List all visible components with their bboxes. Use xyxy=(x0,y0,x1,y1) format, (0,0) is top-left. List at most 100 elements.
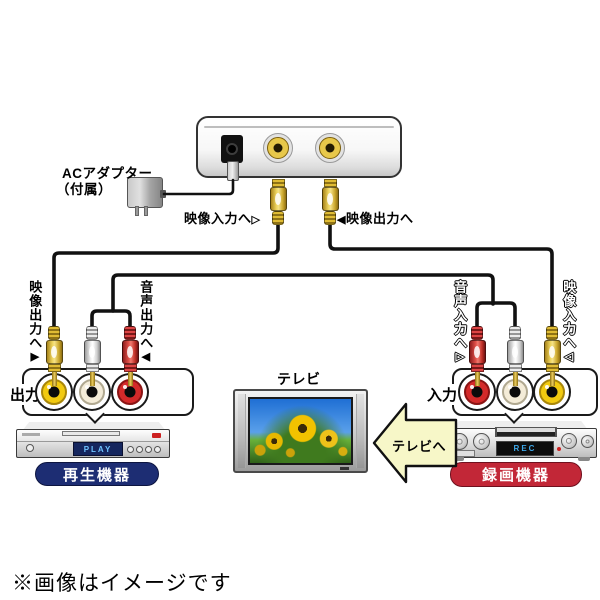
converter-video-in-jack xyxy=(263,133,293,163)
cassette-flap xyxy=(497,428,555,432)
output-port-label: 出力 xyxy=(9,384,42,405)
plug-pin xyxy=(127,371,133,386)
tv-logo xyxy=(340,467,349,470)
cassette-opening xyxy=(497,432,555,436)
label-text: 音声入力へ xyxy=(452,279,468,350)
plug-strain-relief xyxy=(546,326,558,340)
plug-barrel xyxy=(468,340,486,364)
panel-button xyxy=(145,446,152,453)
label-text: 映像出力へ xyxy=(345,211,414,226)
plug-pin xyxy=(89,371,95,386)
input-port-label: 入力 xyxy=(426,384,459,405)
playback-device-badge: 再生機器 xyxy=(35,462,159,486)
output-audio-right-jack xyxy=(111,373,149,411)
plug-barrel xyxy=(83,340,101,364)
plug-barrel xyxy=(45,340,63,364)
plug-highlight xyxy=(548,346,555,358)
plug-strain-relief xyxy=(471,326,483,340)
knob-inner xyxy=(585,439,590,444)
rca-plug-input-audio-white xyxy=(506,326,524,372)
plug-pin xyxy=(549,371,555,386)
plug-strain-relief xyxy=(272,211,284,225)
converter-video-out-jack xyxy=(315,133,345,163)
rca-plug-video-in xyxy=(269,179,287,225)
jack-hole xyxy=(124,386,136,398)
disc-tray xyxy=(62,431,120,436)
plug-threads xyxy=(85,364,99,372)
knob-inner xyxy=(565,437,573,445)
plug-barrel xyxy=(321,187,339,211)
record-led xyxy=(557,447,561,451)
tv-speaker-left xyxy=(238,394,246,468)
recorder-dial xyxy=(561,433,577,449)
tv-speaker-right xyxy=(356,394,364,468)
playback-device-top xyxy=(22,422,166,431)
plug-highlight xyxy=(50,346,57,358)
audio-cable-run xyxy=(111,273,495,313)
plug-threads xyxy=(508,364,522,372)
playback-audio-output-vlabel: 音声出力へ◀ xyxy=(138,280,153,363)
recorder-knob xyxy=(451,433,468,450)
panel-button xyxy=(154,446,161,453)
jack-hole xyxy=(325,143,335,153)
plug-pin xyxy=(512,371,518,386)
ac-prong xyxy=(144,206,148,216)
plug-threads xyxy=(323,179,337,187)
jack-highlight xyxy=(470,384,475,389)
recorder-audio-input-vlabel: 音声入力へ▷ xyxy=(452,279,468,363)
converter-video-in-label: 映像入力へ▷ xyxy=(184,208,260,227)
jack-hole xyxy=(546,386,558,398)
device-foot xyxy=(578,457,590,461)
left-filled-arrow-icon: ◀ xyxy=(337,214,346,226)
rca-plug-input-audio-red xyxy=(468,326,486,372)
plug-highlight xyxy=(326,193,333,205)
plug-threads xyxy=(271,179,285,187)
plug-strain-relief xyxy=(509,326,521,340)
record-indicator xyxy=(152,433,161,438)
image-disclaimer-note: ※画像はイメージです xyxy=(12,572,232,595)
plug-highlight xyxy=(274,193,281,205)
recorder-display: REC xyxy=(496,441,554,456)
playback-video-output-vlabel: 映像出力へ▶ xyxy=(27,280,43,363)
label-text: 映像出力へ xyxy=(27,280,43,350)
video-in-cable xyxy=(52,222,280,334)
plug-threads xyxy=(545,364,559,372)
panel-button xyxy=(127,446,134,453)
rca-plug-video-out xyxy=(321,179,339,225)
plug-highlight xyxy=(511,346,518,358)
left-hollow-arrow-icon: ◁ xyxy=(562,349,575,363)
converter-video-out-label: ◀映像出力へ xyxy=(337,208,413,227)
plug-highlight xyxy=(473,346,480,358)
jack-highlight xyxy=(545,384,550,389)
ac-power-cord xyxy=(162,178,235,196)
plug-strain-relief xyxy=(48,326,60,340)
label-text: 映像入力へ xyxy=(184,211,252,226)
to-tv-arrow-label: テレビへ xyxy=(391,439,446,454)
plug-highlight xyxy=(126,346,133,358)
jack-hole xyxy=(471,386,483,398)
plug-pin xyxy=(474,371,480,386)
jack-hole xyxy=(509,386,521,398)
device-foot xyxy=(452,457,464,461)
playback-display: PLAY xyxy=(73,442,123,456)
ac-adapter-label-line2: （付属） xyxy=(56,182,112,197)
jack-highlight xyxy=(508,384,513,389)
tv-label: テレビ xyxy=(277,371,321,387)
jack-hole xyxy=(48,386,60,398)
recorder-device-top xyxy=(452,421,588,430)
plug-barrel xyxy=(269,187,287,211)
panel-button xyxy=(136,446,143,453)
ac-adapter-label-line1: ACアダプター xyxy=(62,166,153,181)
device-logo-mark xyxy=(22,433,40,436)
recorder-dial-small xyxy=(581,435,594,448)
power-button xyxy=(26,444,34,452)
right-filled-arrow-icon: ▶ xyxy=(28,350,41,363)
ac-cord-nub xyxy=(160,190,166,198)
jack-highlight xyxy=(47,384,52,389)
converter-top-edge xyxy=(204,126,394,128)
recorder-video-input-vlabel: 映像入力へ◁ xyxy=(561,279,577,363)
knob-inner xyxy=(456,438,463,445)
plug-strain-relief xyxy=(86,326,98,340)
